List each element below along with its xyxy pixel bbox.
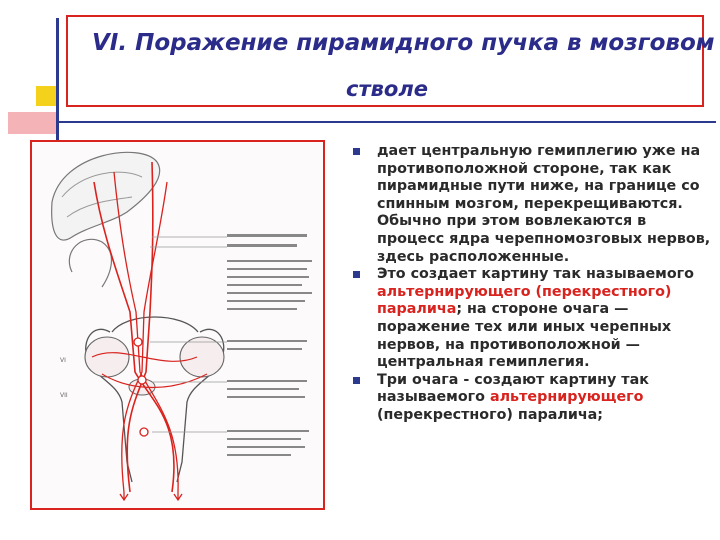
bullet-square-icon (353, 271, 360, 279)
bullet-highlight: альтернирующего (489, 389, 644, 406)
decorative-horizontal-line (56, 121, 716, 123)
bullet-text: Это создает картину так называемого (377, 266, 694, 283)
decorative-vertical-line (56, 18, 59, 140)
decorative-rect-pink (8, 112, 56, 134)
bullet-list: дает центральную гемиплегию уже на проти… (350, 143, 712, 425)
diagram-label-vii: VII (60, 392, 68, 399)
diagram-label-vi: VI (60, 357, 66, 364)
slide-title-line-2: стволе (346, 77, 428, 101)
brainstem-illustration: VI VII (51, 151, 312, 502)
bullet-item: Это создает картину так называемого альт… (350, 266, 712, 372)
slide-title-box: VI. Поражение пирамидного пучка в мозгов… (66, 15, 715, 107)
bullet-highlight: альтернирующего (перекрестного) паралича (377, 283, 672, 318)
bullet-text: (перекрестного) паралича; (377, 406, 604, 423)
bullet-item: дает центральную гемиплегию уже на проти… (350, 143, 712, 266)
bullet-text: дает центральную гемиплегию уже на проти… (377, 143, 711, 265)
bullet-square-icon (353, 148, 360, 155)
brainstem-diagram: VI VII (30, 140, 325, 510)
decorative-square-yellow (36, 86, 56, 106)
slide-title-line-1: VI. Поражение пирамидного пучка в мозгов… (92, 30, 715, 56)
bullet-text: Три очага - создают картину так называем… (377, 371, 649, 406)
bullet-item: Три очага - создают картину так называем… (350, 372, 712, 425)
bullet-text: ; на стороне очага — поражение тех или и… (377, 301, 672, 371)
bullet-square-icon (353, 376, 360, 384)
